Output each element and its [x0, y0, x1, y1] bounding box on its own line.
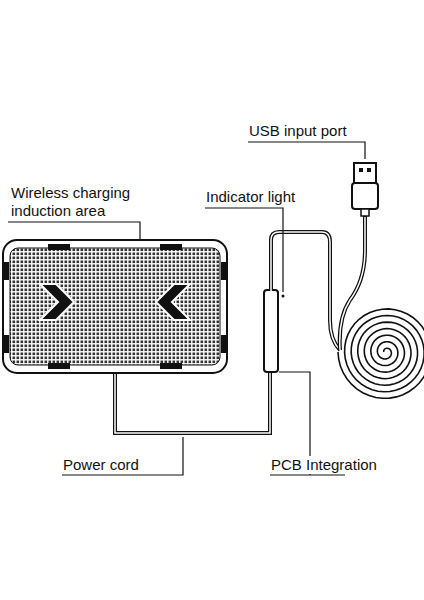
pcb-label: PCB Integration — [270, 456, 378, 474]
pcb-module — [264, 290, 278, 372]
coiled-cable — [338, 309, 424, 398]
area-label: Wireless charging induction area — [10, 184, 152, 220]
indicator-label: Indicator light — [205, 188, 296, 206]
usb-plug — [352, 163, 378, 216]
port-label: USB input port — [248, 122, 348, 140]
chevron-left — [156, 284, 190, 320]
pad-tabs — [3, 244, 227, 369]
charging-pad — [3, 240, 227, 373]
indicator-dot — [282, 295, 285, 298]
cord-label: Power cord — [62, 456, 140, 474]
induction-grid — [10, 248, 220, 365]
leader-lines — [8, 142, 365, 475]
chevron-right — [40, 284, 74, 320]
power-cord — [115, 371, 270, 433]
